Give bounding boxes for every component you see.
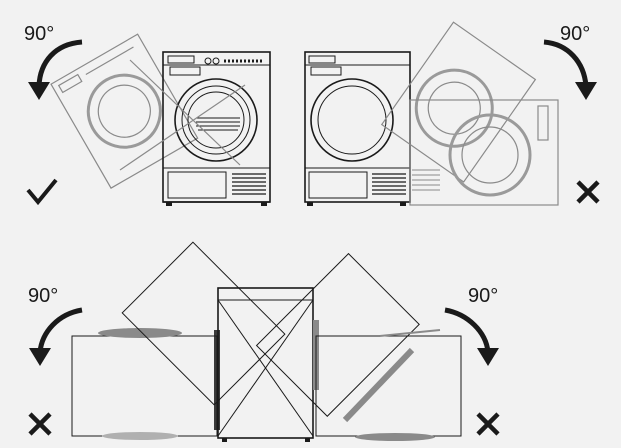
arrow-head-top-right — [575, 82, 597, 100]
ghost-tilted-dryer-top-right — [380, 21, 537, 183]
arrow-head-bottom-right — [477, 348, 499, 366]
angle-label-bottom-right: 90° — [468, 285, 498, 307]
rotation-arrow-ccw-bottom-left — [37, 307, 83, 353]
top-right-panel: 90° — [304, 21, 600, 206]
bottom-panel: 90° 90° — [28, 241, 500, 442]
upright-dryer-top-left — [119, 51, 271, 206]
angle-label-top-right: 90° — [560, 23, 590, 45]
rotation-arrow-ccw-top-left — [36, 39, 83, 87]
angle-label-bottom-left: 90° — [28, 285, 58, 307]
rotation-arrow-cw-bottom-right — [444, 307, 491, 353]
angle-label-top-left: 90° — [24, 23, 54, 45]
arrow-head-top-left — [28, 82, 50, 100]
upright-dryer-center — [214, 287, 319, 442]
arrow-head-bottom-left — [29, 348, 51, 366]
ghost-lying-dryer-top-right — [409, 99, 559, 206]
upright-dryer-top-right — [304, 51, 411, 206]
ghost-tilted-dryer-top-left — [50, 33, 199, 189]
top-left-panel: 90° — [24, 23, 271, 206]
cross-mark-icon-top-right — [576, 180, 600, 204]
check-mark-icon — [26, 178, 58, 206]
tilted-dryer-right — [255, 252, 420, 417]
cross-mark-icon-bottom-right — [476, 412, 500, 436]
cross-mark-icon-bottom-left — [28, 412, 52, 436]
lying-dryer-left — [71, 328, 218, 440]
tilted-dryer-left — [121, 241, 286, 406]
lying-dryer-right — [315, 329, 462, 441]
rotation-arrow-cw-top-right — [543, 39, 589, 87]
